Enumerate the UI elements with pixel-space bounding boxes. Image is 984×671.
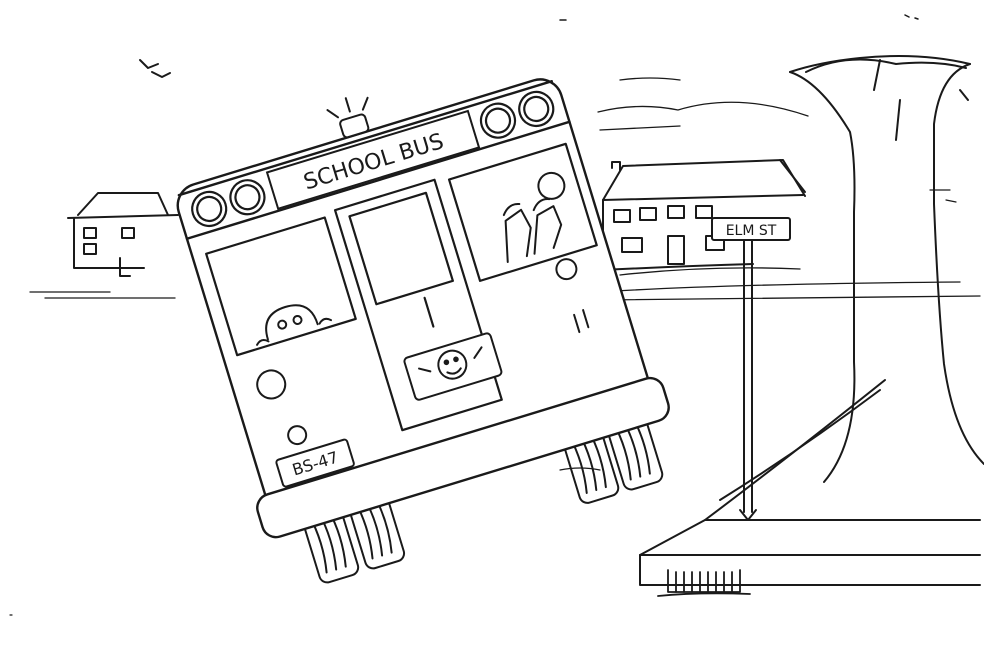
left-house	[67, 192, 179, 277]
license-plate: BS-47	[275, 438, 355, 488]
sky-marks	[559, 14, 919, 21]
tree	[789, 55, 984, 483]
storm-drain	[657, 569, 751, 597]
horizon-lines	[29, 77, 981, 301]
driver-face-icon	[403, 332, 503, 401]
bus-roof-lamps	[191, 90, 555, 228]
ground-marks	[9, 189, 957, 616]
right-house	[602, 159, 806, 271]
roof-beacon-icon	[326, 96, 370, 139]
street-sign-post	[739, 239, 757, 521]
street-sign-plate: ELM ST	[711, 217, 791, 241]
sidewalk	[639, 379, 981, 586]
street-sign-label: ELM ST	[726, 223, 777, 239]
child-peeking-icon	[256, 304, 333, 346]
bird-icon	[139, 59, 171, 78]
child-waving-icon	[502, 198, 563, 263]
bus-marker-lights	[256, 171, 590, 446]
school-bus: SCHOOL BUS	[176, 78, 670, 584]
